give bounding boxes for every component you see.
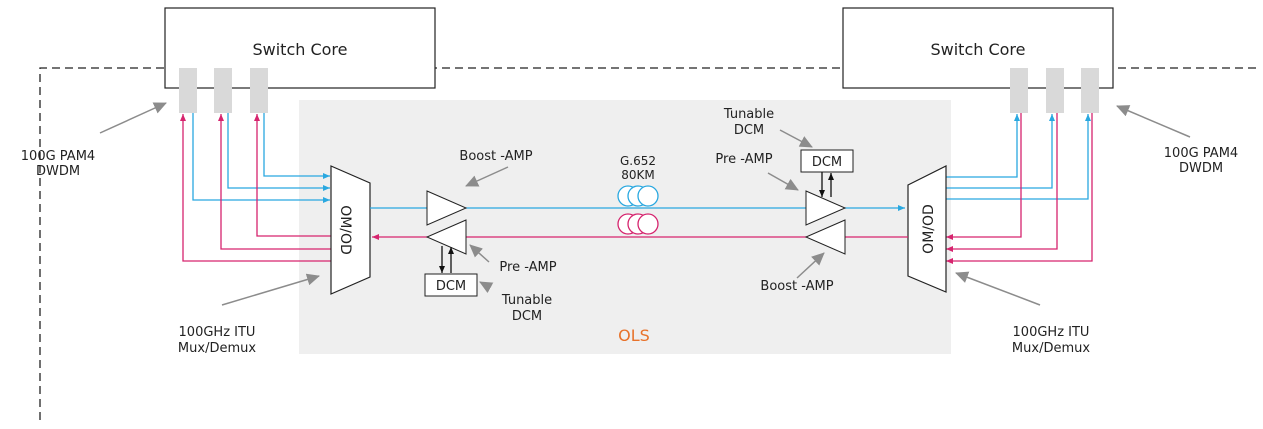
callout-boost-left [465, 166, 509, 187]
switch-core-left-label: Switch Core [252, 40, 347, 59]
pre-amp-left-icon [425, 219, 467, 255]
switch-core-left [164, 7, 436, 89]
datacenter-boundary [39, 67, 1260, 420]
callout-arrows [99, 102, 1191, 306]
pre-amp-right-label: Pre -AMP [715, 152, 772, 167]
callout-right-pam4 [1116, 105, 1191, 138]
transceiver-port-left-2 [214, 68, 232, 113]
pre-amp-left-label: Pre -AMP [499, 260, 556, 275]
dcm-right [800, 149, 854, 173]
transceiver-port-left-3 [250, 68, 268, 113]
switch-core-right [842, 7, 1114, 89]
dcm-left-label: DCM [436, 279, 466, 294]
callout-boost-right [796, 252, 825, 279]
dcm-right-connections [819, 172, 834, 197]
fiber-spool-blue-icon [617, 185, 659, 207]
pam4-left-line1: 100G PAM4 [21, 149, 95, 164]
ols-label: OLS [618, 326, 650, 345]
callout-pre-right [767, 172, 799, 191]
callout-left-pam4 [99, 102, 167, 134]
boost-amp-left-label: Boost -AMP [459, 149, 532, 164]
callout-tunable-left [479, 281, 494, 294]
mux-demux-left-label: OM/OD [337, 205, 353, 255]
pam4-right-line1: 100G PAM4 [1164, 146, 1238, 161]
right-receive-lines [946, 113, 1093, 264]
fiber-length-label: 80KM [621, 168, 655, 182]
transceiver-port-right-1 [1010, 68, 1028, 113]
callout-pre-left [469, 244, 490, 263]
tunable-left-line2: DCM [512, 309, 542, 324]
transceiver-port-left-1 [179, 68, 197, 113]
tunable-right-line1: Tunable [723, 107, 774, 122]
tunable-right-line2: DCM [734, 123, 764, 138]
itu-left-line2: Mux/Demux [178, 341, 256, 356]
transceiver-port-right-2 [1046, 68, 1064, 113]
callout-right-itu [955, 271, 1041, 306]
switch-core-right-label: Switch Core [930, 40, 1025, 59]
boost-amp-left-icon [426, 190, 468, 226]
dcm-right-label: DCM [812, 155, 842, 170]
tunable-left-line1: Tunable [501, 293, 552, 308]
dcm-left [424, 273, 478, 297]
itu-right-line2: Mux/Demux [1012, 341, 1090, 356]
boost-amp-right-label: Boost -AMP [760, 279, 833, 294]
left-transmit-lines [192, 113, 330, 203]
pre-amp-right-icon [805, 190, 847, 226]
pam4-right-line2: DWDM [1179, 161, 1223, 176]
mux-demux-right [907, 165, 947, 293]
boost-amp-right-icon [804, 219, 846, 255]
callout-left-itu [221, 273, 320, 306]
transceiver-port-right-3 [1081, 68, 1099, 113]
fiber-spool-red-icon [617, 213, 659, 235]
fiber-type-label: G.652 [620, 154, 656, 168]
right-transmit-lines [945, 114, 1091, 200]
pam4-left-line2: DWDM [36, 164, 80, 179]
callout-tunable-right [779, 129, 813, 148]
dcm-left-connections [439, 246, 454, 273]
mux-demux-left [330, 165, 371, 295]
itu-left-line1: 100GHz ITU [179, 325, 256, 340]
mux-demux-right-label: OM/OD [921, 204, 937, 254]
itu-right-line1: 100GHz ITU [1013, 325, 1090, 340]
left-receive-lines [180, 114, 331, 262]
